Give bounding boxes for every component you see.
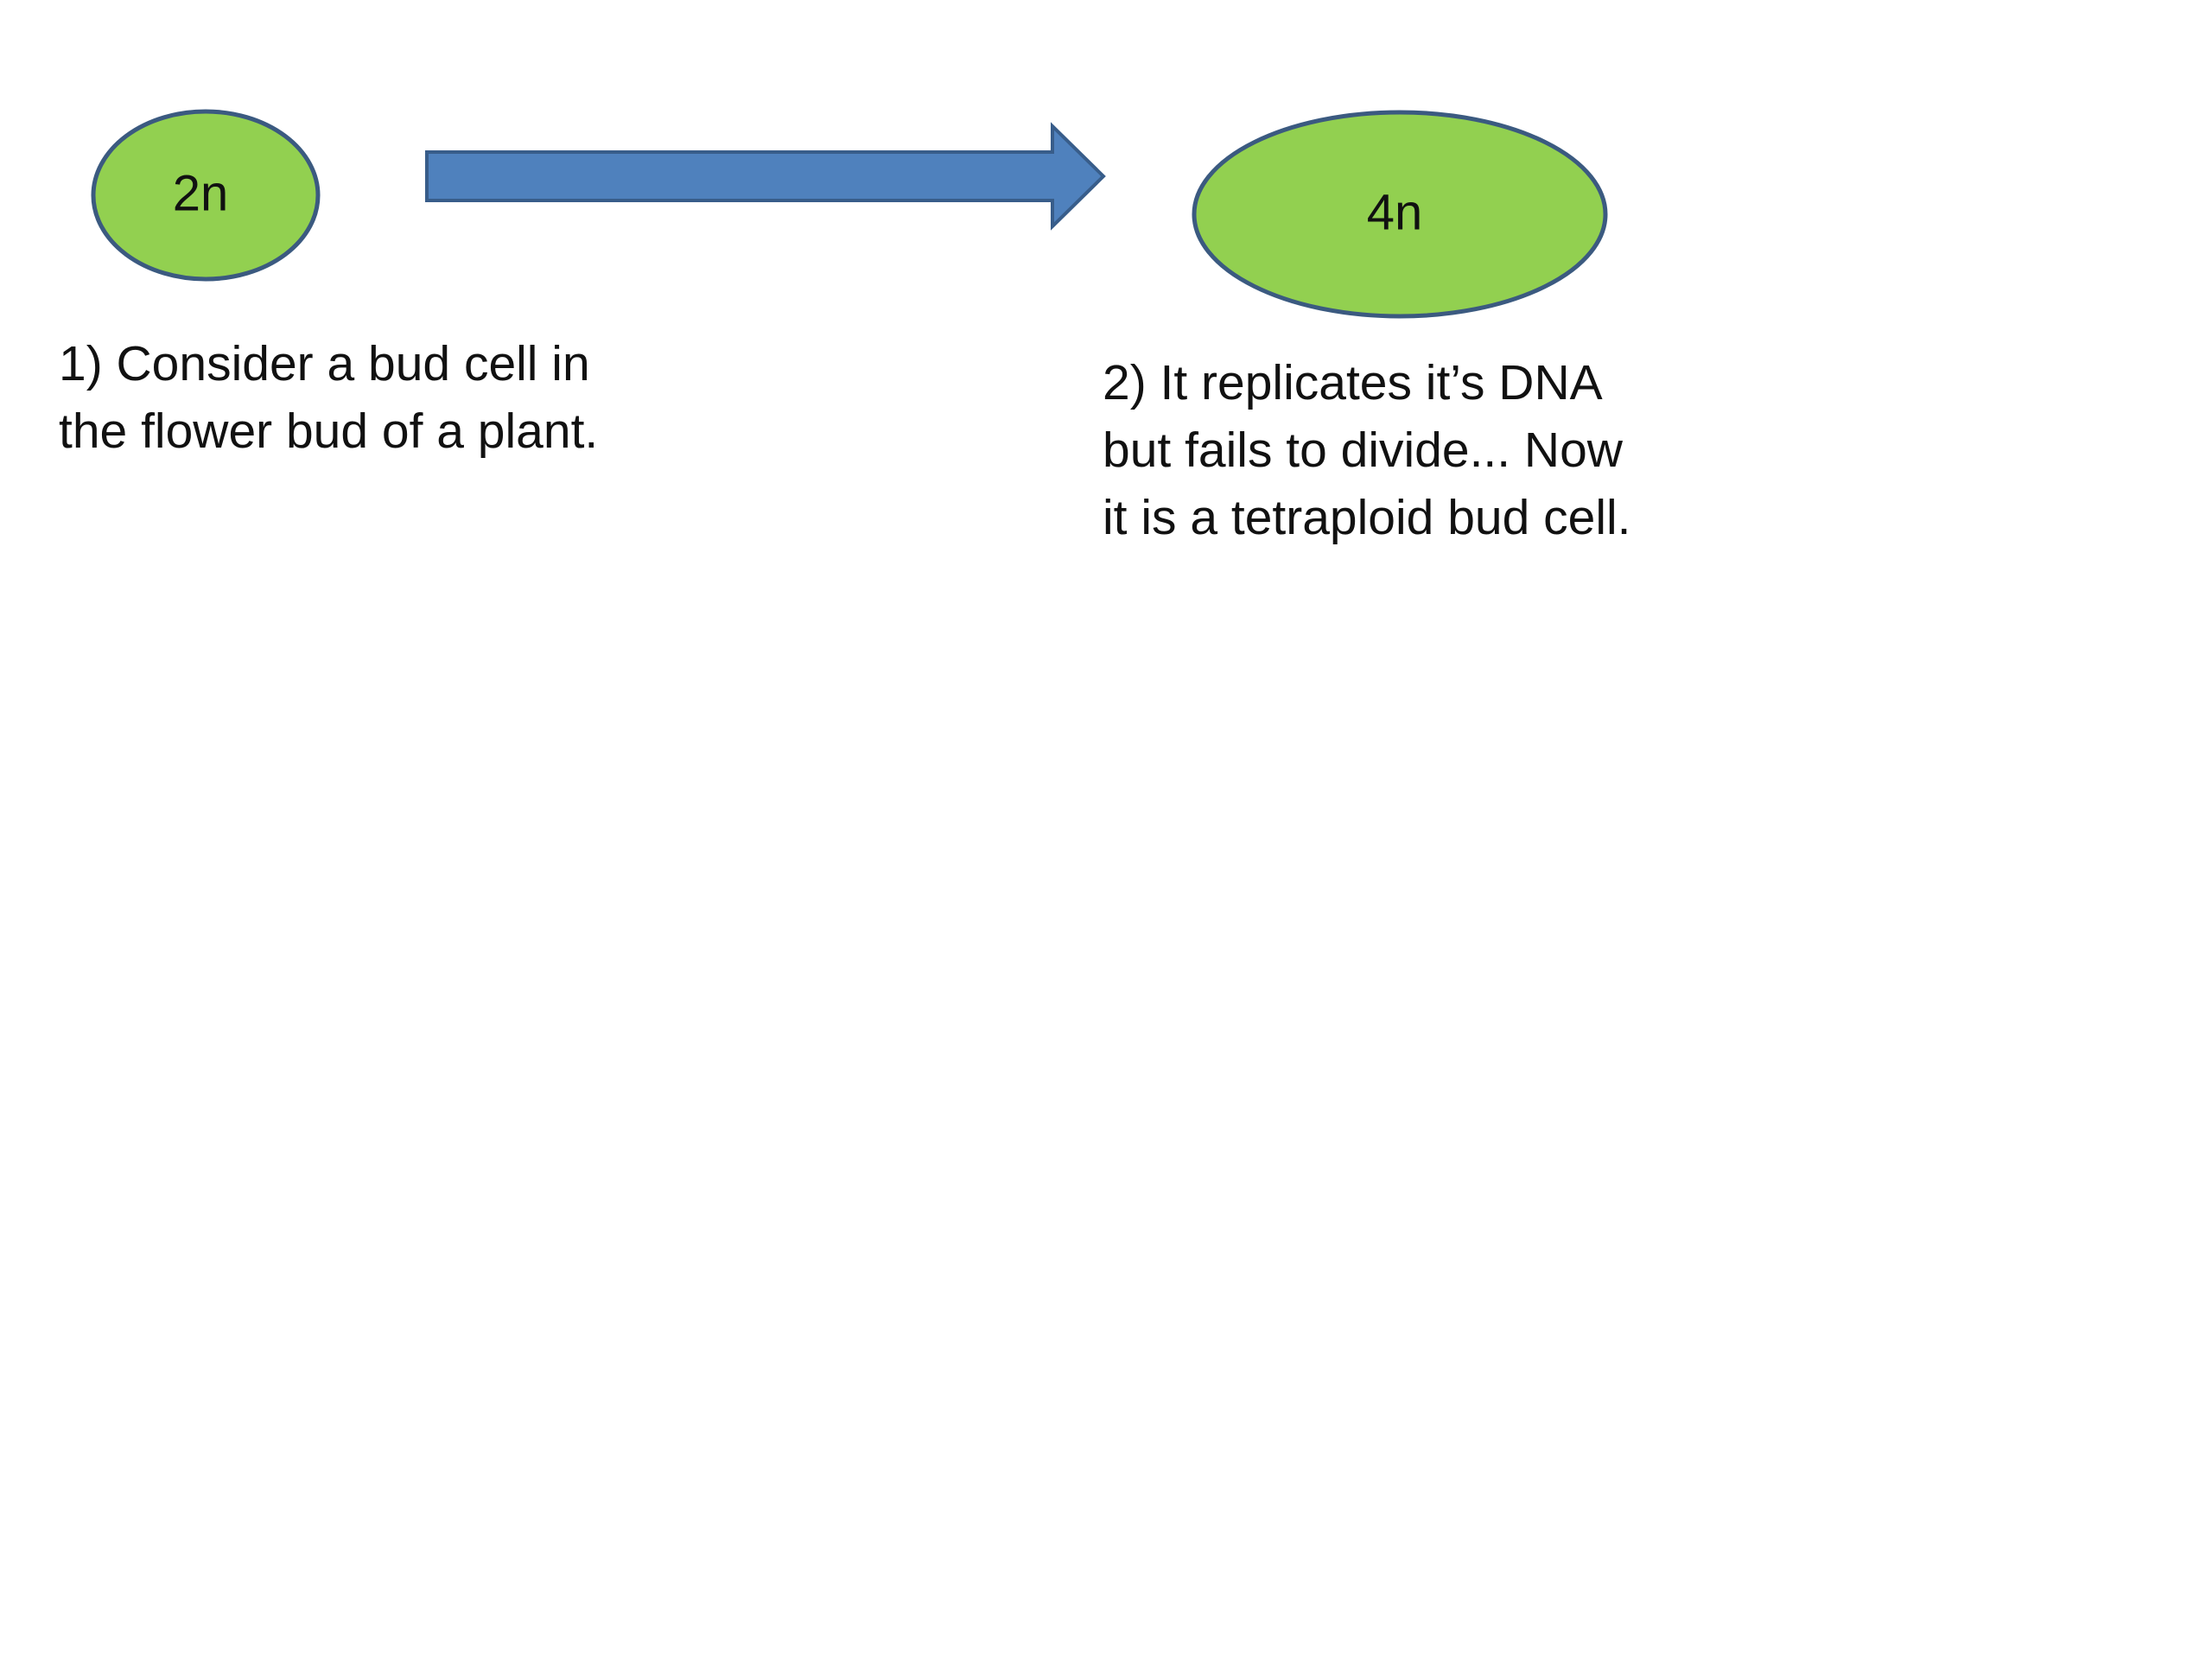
- tetraploid-cell: 4n: [1192, 110, 1608, 319]
- step-1-caption-line-1: 1) Consider a bud cell in: [59, 336, 590, 391]
- step-1-caption: 1) Consider a bud cell in the flower bud…: [59, 330, 598, 465]
- step-1-caption-line-2: the flower bud of a plant.: [59, 404, 599, 459]
- diploid-cell-label: 2n: [173, 165, 229, 221]
- diploid-cell-ellipse: [91, 109, 321, 282]
- transition-arrow: [425, 122, 1106, 231]
- step-2-caption: 2) It replicates it’s DNA but fails to d…: [1103, 349, 1631, 551]
- step-2-caption-line-3: it is a tetraploid bud cell.: [1103, 490, 1631, 545]
- step-2-caption-line-2: but fails to divide... Now: [1103, 423, 1623, 478]
- diploid-cell: 2n: [91, 109, 321, 282]
- step-2-caption-line-1: 2) It replicates it’s DNA: [1103, 355, 1603, 410]
- tetraploid-cell-ellipse: [1192, 110, 1608, 319]
- block-arrow-icon: [425, 122, 1106, 231]
- tetraploid-cell-label: 4n: [1367, 184, 1423, 240]
